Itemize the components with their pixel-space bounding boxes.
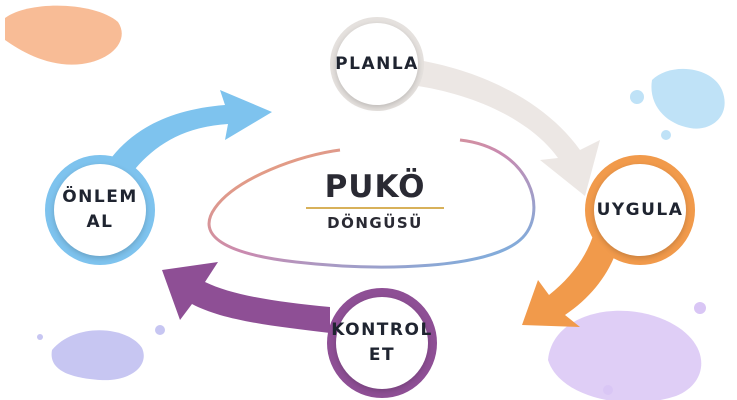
arrow-planla-to-uygula	[418, 60, 600, 196]
title-divider	[306, 207, 444, 209]
decor-blob-orange	[5, 5, 122, 65]
decor-dot-blue-small	[661, 130, 671, 140]
step-uygula: UYGULA	[594, 164, 686, 256]
decor-dot-lilac	[694, 302, 706, 314]
step-planla: PLANLA	[335, 23, 419, 105]
center-ring	[207, 138, 536, 269]
decor-dot-lilac-small	[603, 385, 613, 395]
center-title-block: PUKÖ DÖNGÜSÜ	[300, 170, 450, 232]
arrow-kontrol-to-onlem	[162, 262, 330, 333]
step-onlem-al-label: ÖNLEM AL	[62, 187, 138, 232]
step-onlem-al: ÖNLEM AL	[54, 164, 146, 256]
step-uygula-label: UYGULA	[596, 199, 684, 220]
decor-blob-purple-right	[548, 310, 702, 400]
step-kontrol-et: KONTROL ET	[331, 297, 431, 389]
decor-blob-purple-left	[51, 330, 144, 381]
center-title: PUKÖ	[324, 169, 426, 205]
decor-dot-purple-small	[37, 334, 43, 340]
decor-blob-blue-right	[651, 68, 725, 129]
decor-dot-purple	[155, 325, 165, 335]
center-subtitle: DÖNGÜSÜ	[327, 214, 423, 232]
step-planla-label: PLANLA	[335, 53, 419, 74]
decor-dot-blue	[630, 90, 644, 104]
arrow-onlem-to-planla	[100, 90, 272, 178]
step-kontrol-et-label: KONTROL ET	[331, 320, 433, 365]
